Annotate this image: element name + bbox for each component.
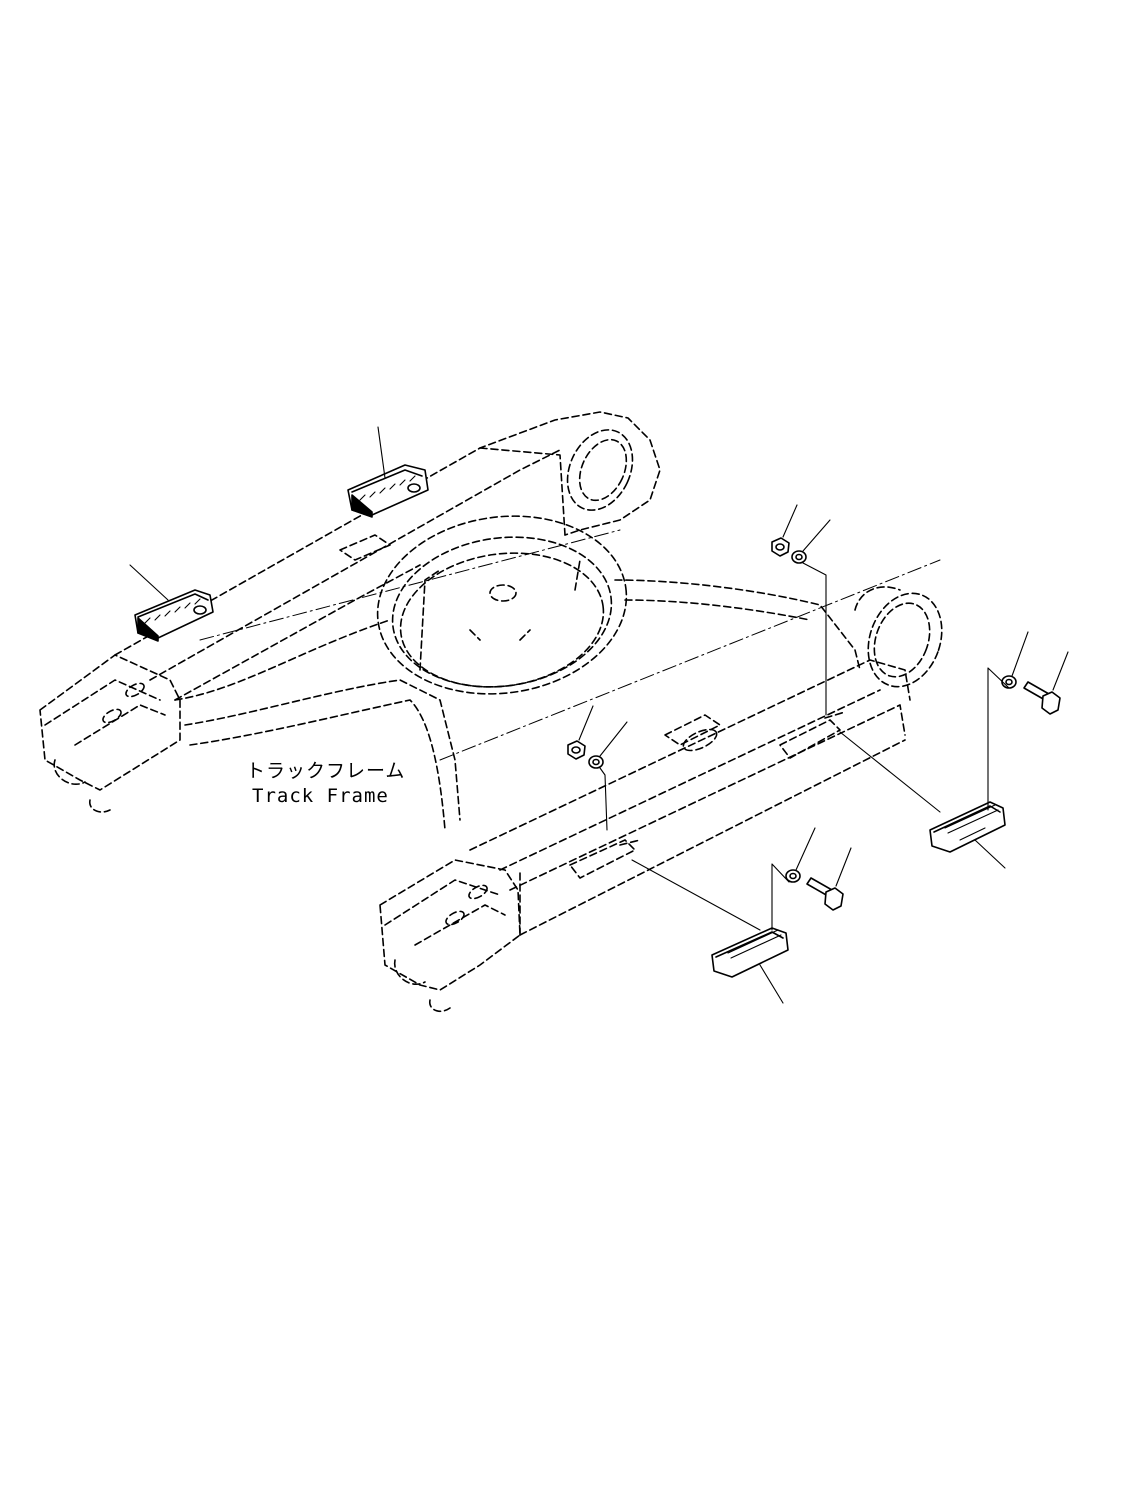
assembly-lines xyxy=(599,562,1010,931)
washer-icon xyxy=(785,827,816,883)
step-lower-center-icon xyxy=(711,927,789,1004)
track-frame xyxy=(39,411,943,1012)
step-lower-right-icon xyxy=(929,801,1006,869)
bolt-icon xyxy=(806,847,852,911)
track-frame-label-english: Track Frame xyxy=(252,785,389,807)
step-upper-left-icon xyxy=(129,564,214,642)
bolt-icon xyxy=(1023,651,1069,715)
washer-icon xyxy=(1001,631,1029,689)
washer-icon xyxy=(791,519,831,564)
nut-icon xyxy=(771,504,798,557)
track-frame-label-japanese: トラックフレーム xyxy=(246,760,406,782)
nut-icon xyxy=(567,705,594,760)
washer-icon xyxy=(588,721,628,769)
step-upper-center-icon xyxy=(347,426,429,518)
